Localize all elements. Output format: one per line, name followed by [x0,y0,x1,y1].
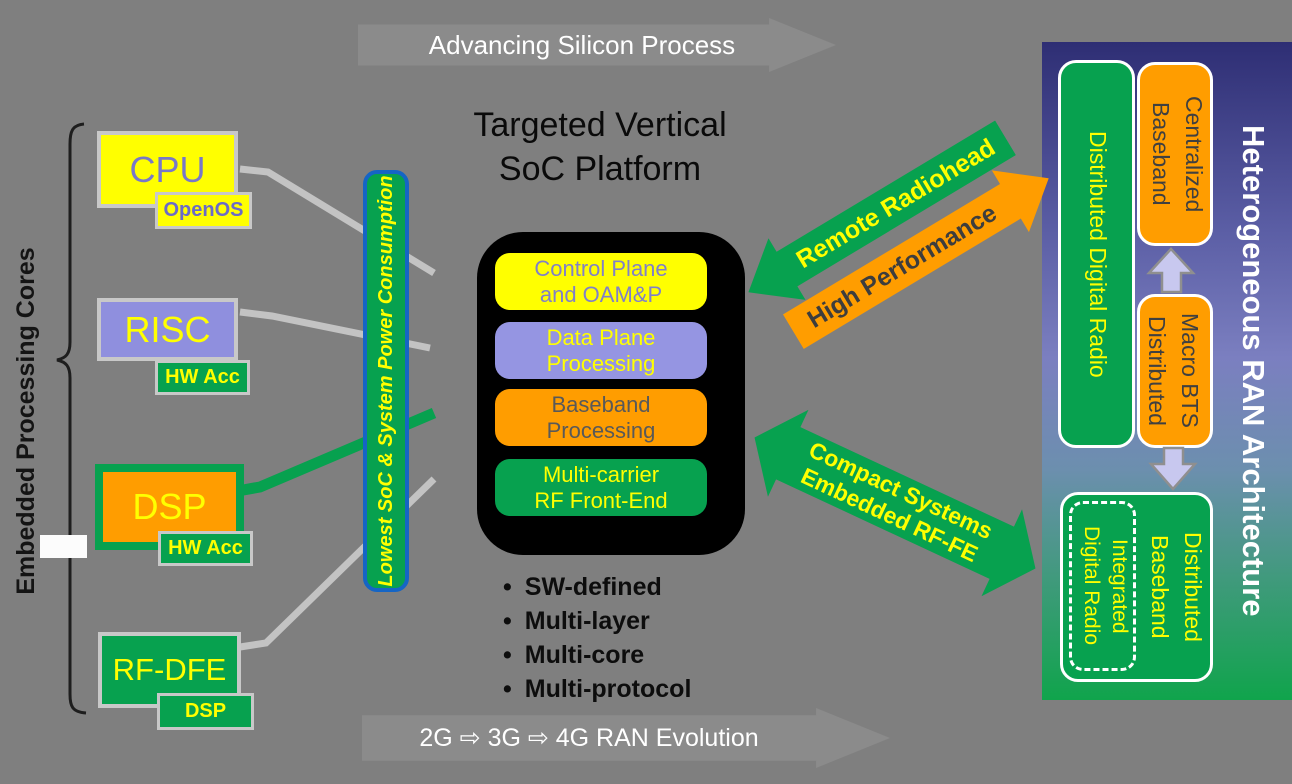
dsp-label: DSP [132,486,207,527]
distributed-macro-bts-line1: Distributed [1144,316,1170,426]
bullet-item: • Multi-core [503,638,691,672]
baseband-line1: Baseband [551,391,651,417]
platform-title: Targeted Vertical SoC Platform [420,103,780,191]
rf-frontend-line1: Multi-carrier [542,461,660,487]
risc-hw-acc-tag: HW Acc [155,360,250,395]
power-consumption-label: Lowest SoC & System Power Consumption [375,175,397,587]
platform-title-line2: SoC Platform [498,150,702,188]
centralized-baseband-line2: Baseband [1148,102,1174,206]
distributed-macro-bts-label: Distributed Macro BTS [1140,297,1210,445]
ran-evolution-banner: 2G ⇨ 3G ⇨ 4G RAN Evolution [362,708,890,768]
data-plane-line1: Data Plane [546,324,656,350]
bullet-label-multi-protocol: Multi-protocol [524,675,692,703]
distributed-macro-bts-line2: Macro BTS [1177,313,1203,429]
integrated-digital-radio-line1: Integrated [1108,538,1131,634]
power-consumption-bar [363,170,409,592]
distributed-digital-radio-box: Distributed Digital Radio [1058,60,1135,448]
bullet-label-sw-defined: SW-defined [524,573,662,601]
centralized-baseband-line1: Centralized [1181,95,1207,213]
bullet-dot-icon: • [503,641,512,669]
bullet-label-multi-core: Multi-core [524,641,645,669]
rf-frontend-layer: Multi-carrier RF Front-End [495,459,707,516]
platform-title-line1: Targeted Vertical [473,106,727,144]
distributed-baseband-line2: Baseband [1147,535,1173,639]
bullet-dot-icon: • [503,573,512,601]
distributed-digital-radio-label: Distributed Digital Radio [1085,130,1111,378]
data-plane-line2: Processing [546,350,656,376]
openos-tag: OpenOS [155,192,252,229]
advancing-silicon-label: Advancing Silicon Process [428,29,736,60]
centralized-baseband-label: Centralized Baseband [1140,65,1210,243]
distributed-baseband-line1: Distributed [1180,532,1206,642]
rf-dfe-dsp-tag: DSP [157,693,254,730]
bullet-item: • SW-defined [503,570,691,604]
control-plane-line1: Control Plane [534,255,668,281]
baseband-line2: Processing [546,417,656,443]
dsp-hw-acc-tag: HW Acc [158,531,253,566]
bullet-label-multi-layer: Multi-layer [524,607,650,635]
baseband-layer: Baseband Processing [495,389,707,446]
distributed-baseband-label: Distributed Baseband [1139,495,1209,679]
risc-box: RISC [97,298,238,361]
white-marker [40,535,87,558]
arrow-up-icon [1146,247,1196,294]
bullet-item: • Multi-layer [503,604,691,638]
advancing-silicon-banner: Advancing Silicon Process [358,18,836,72]
platform-bullet-list: • SW-defined • Multi-layer • Multi-core … [503,570,691,706]
bullet-dot-icon: • [503,607,512,635]
risc-hw-acc-label: HW Acc [165,366,240,388]
brace-embedded-cores [56,122,87,715]
data-plane-layer: Data Plane Processing [495,322,707,379]
centralized-baseband-box: Centralized Baseband [1137,62,1213,246]
rf-frontend-line2: RF Front-End [534,487,668,513]
integrated-digital-radio-line2: Digital Radio [1080,526,1103,646]
ran-evolution-label: 2G ⇨ 3G ⇨ 4G RAN Evolution [419,724,759,752]
dsp-hw-acc-label: HW Acc [168,537,243,559]
ran-panel-title: Heterogeneous RAN Architecture [1236,125,1271,617]
rf-dfe-dsp-label: DSP [184,700,227,722]
risc-label: RISC [124,308,211,350]
arrow-down-icon [1148,446,1198,491]
distributed-macro-bts-box: Distributed Macro BTS [1137,294,1213,448]
cpu-label: CPU [129,148,206,190]
openos-label: OpenOS [163,199,244,221]
control-plane-layer: Control Plane and OAM&P [495,253,707,310]
control-plane-line2: and OAM&P [539,281,663,307]
distributed-baseband-box: Integrated Digital Radio Distributed Bas… [1060,492,1213,682]
bullet-dot-icon: • [503,675,512,703]
bullet-item: • Multi-protocol [503,672,691,706]
integrated-digital-radio-label: Integrated Digital Radio [1072,504,1133,668]
integrated-digital-radio-box: Integrated Digital Radio [1069,501,1136,671]
rf-dfe-label: RF-DFE [112,652,227,687]
